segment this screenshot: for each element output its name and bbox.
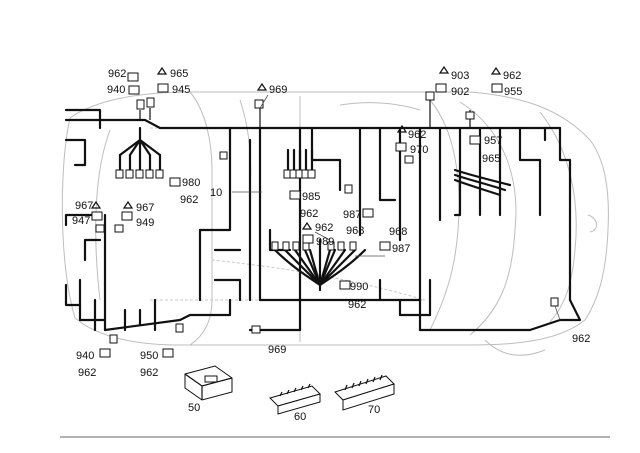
callout-962: 962 (140, 367, 158, 379)
relay-icon (169, 177, 181, 187)
connector (109, 334, 118, 344)
callout-962: 962 (503, 70, 521, 82)
callout-962: 962 (300, 208, 318, 220)
callout-962: 962 (315, 222, 333, 234)
connector (349, 241, 357, 251)
connector (145, 169, 154, 179)
relay-icon (395, 142, 407, 152)
connector (136, 99, 145, 110)
relay-icon (91, 211, 103, 221)
connector (327, 241, 335, 251)
connector (135, 169, 144, 179)
connector (114, 224, 124, 233)
callout-970: 970 (410, 144, 428, 156)
callout-70: 70 (368, 404, 380, 416)
connector (465, 111, 475, 120)
relay-icon (362, 208, 374, 218)
callout-949: 949 (136, 217, 154, 229)
callout-962: 962 (108, 68, 126, 80)
callout-945: 945 (172, 84, 190, 96)
connector (254, 99, 264, 109)
callout-990: 990 (350, 281, 368, 293)
callout-987: 987 (343, 209, 361, 221)
relay-icon (99, 348, 111, 358)
connector (95, 224, 105, 233)
connector (271, 241, 279, 251)
callout-947: 947 (72, 215, 90, 227)
callout-957: 957 (484, 135, 502, 147)
connector (550, 297, 559, 307)
connector (292, 241, 300, 251)
leader-lines (232, 94, 561, 321)
callout-962: 962 (572, 333, 590, 345)
part-50-connector-block (184, 365, 233, 401)
callout-962: 962 (348, 299, 366, 311)
relay-icon (121, 211, 133, 221)
callout-50: 50 (188, 402, 200, 414)
callout-60: 60 (294, 411, 306, 423)
connector (251, 325, 261, 334)
callout-902: 902 (451, 86, 469, 98)
connector (307, 169, 316, 179)
callout-940: 940 (76, 350, 94, 362)
callout-labels: 962 965 940 945 969 903 962 902 955 962 … (72, 68, 590, 423)
relay-icon (469, 135, 481, 145)
relay-icon (127, 72, 139, 82)
connectors (95, 91, 559, 344)
component-glyphs (90, 65, 503, 358)
part-70-connector-strip (334, 374, 395, 411)
connector (115, 169, 124, 179)
callout-10: 10 (210, 187, 222, 199)
connector (344, 184, 353, 194)
callout-962: 962 (180, 194, 198, 206)
callout-965: 965 (170, 68, 188, 80)
relay-icon (302, 234, 314, 244)
connector (125, 169, 134, 179)
connector (404, 155, 414, 164)
relay-icon (339, 280, 351, 290)
connector (282, 241, 290, 251)
callout-969: 969 (269, 84, 287, 96)
callout-969: 969 (268, 344, 286, 356)
callout-955: 955 (504, 86, 522, 98)
callout-989: 989 (316, 236, 334, 248)
callout-985: 985 (302, 191, 320, 203)
part-60-connector-strip (269, 383, 321, 415)
callout-968: 968 (389, 226, 407, 238)
callout-967: 967 (75, 200, 93, 212)
connector (155, 169, 164, 179)
harness-wiring (64, 100, 582, 332)
relay-icon (491, 83, 503, 93)
callout-940: 940 (107, 84, 125, 96)
callout-965: 965 (482, 153, 500, 165)
relay-icon (128, 85, 140, 95)
relay-icon (435, 83, 447, 93)
connector (175, 323, 184, 333)
callout-987: 987 (392, 243, 410, 255)
connector (219, 151, 228, 160)
connector (146, 97, 155, 108)
callout-903: 903 (451, 70, 469, 82)
relay-icon (379, 241, 391, 251)
callout-967: 967 (136, 202, 154, 214)
callout-962: 962 (78, 367, 96, 379)
relay-icon (162, 348, 174, 358)
callout-968: 968 (346, 225, 364, 237)
callout-980: 980 (182, 177, 200, 189)
relay-icon (289, 190, 301, 200)
connector (425, 91, 435, 101)
connector (337, 241, 345, 251)
callout-962: 962 (408, 129, 426, 141)
relay-icon (157, 83, 169, 93)
callout-950: 950 (140, 350, 158, 362)
